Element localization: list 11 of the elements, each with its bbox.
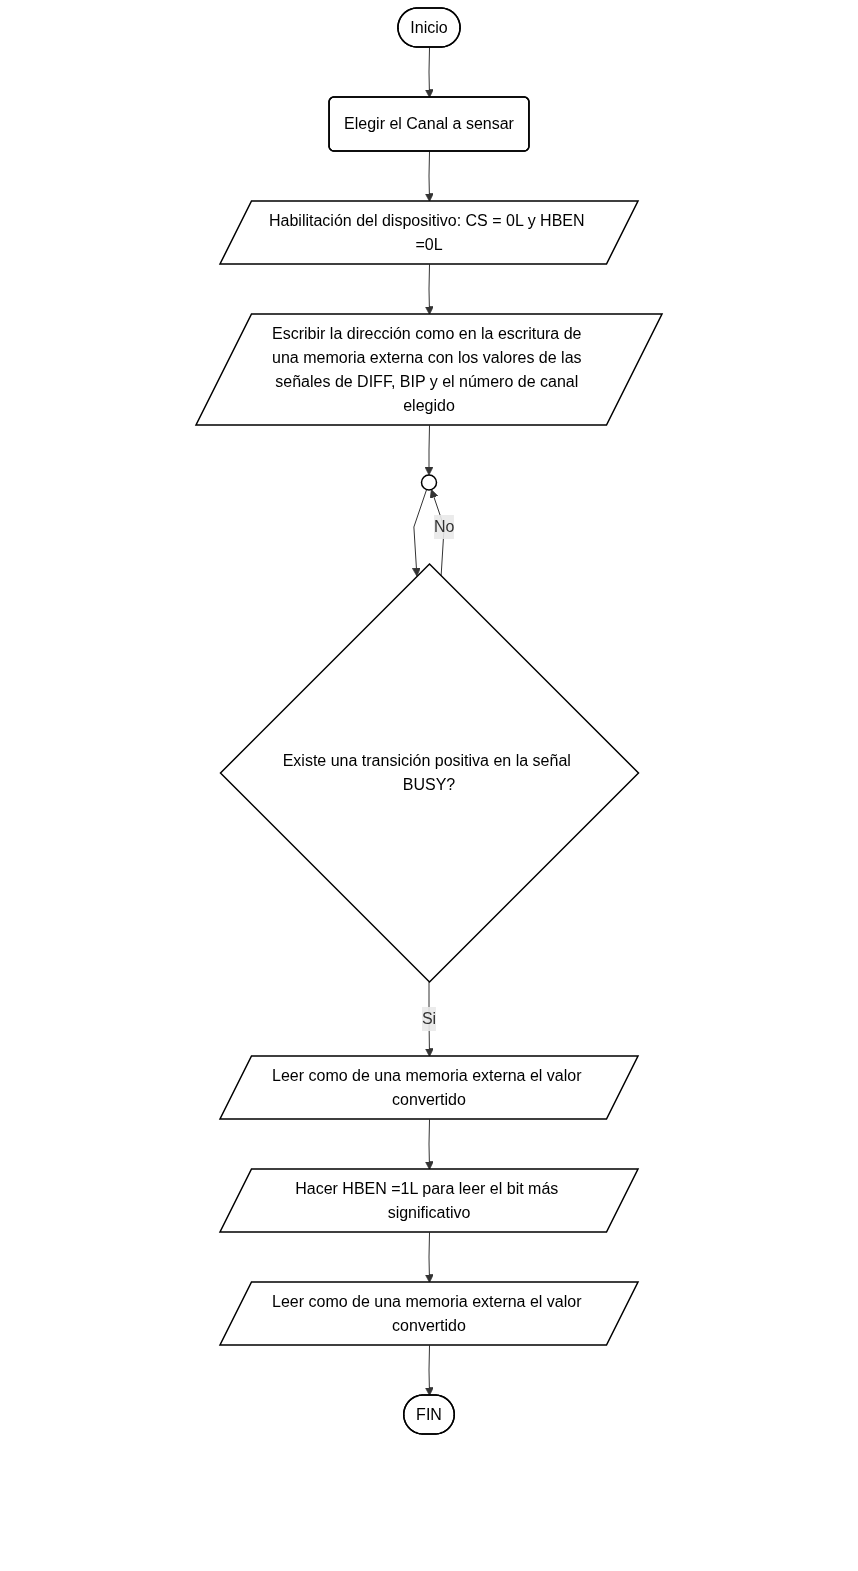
arrow	[424, 1345, 434, 1396]
edge-label: No	[433, 518, 455, 535]
arrow	[424, 1119, 434, 1170]
edge-label: Si	[421, 1010, 437, 1027]
arrow	[424, 151, 434, 202]
arrow	[424, 1232, 434, 1283]
node-diamond: Existe una transición positiva en la señal BUSY?	[219, 562, 640, 984]
arrow	[412, 489, 428, 577]
arrow	[424, 47, 434, 98]
arrow	[424, 264, 434, 315]
node-circle	[420, 474, 438, 491]
